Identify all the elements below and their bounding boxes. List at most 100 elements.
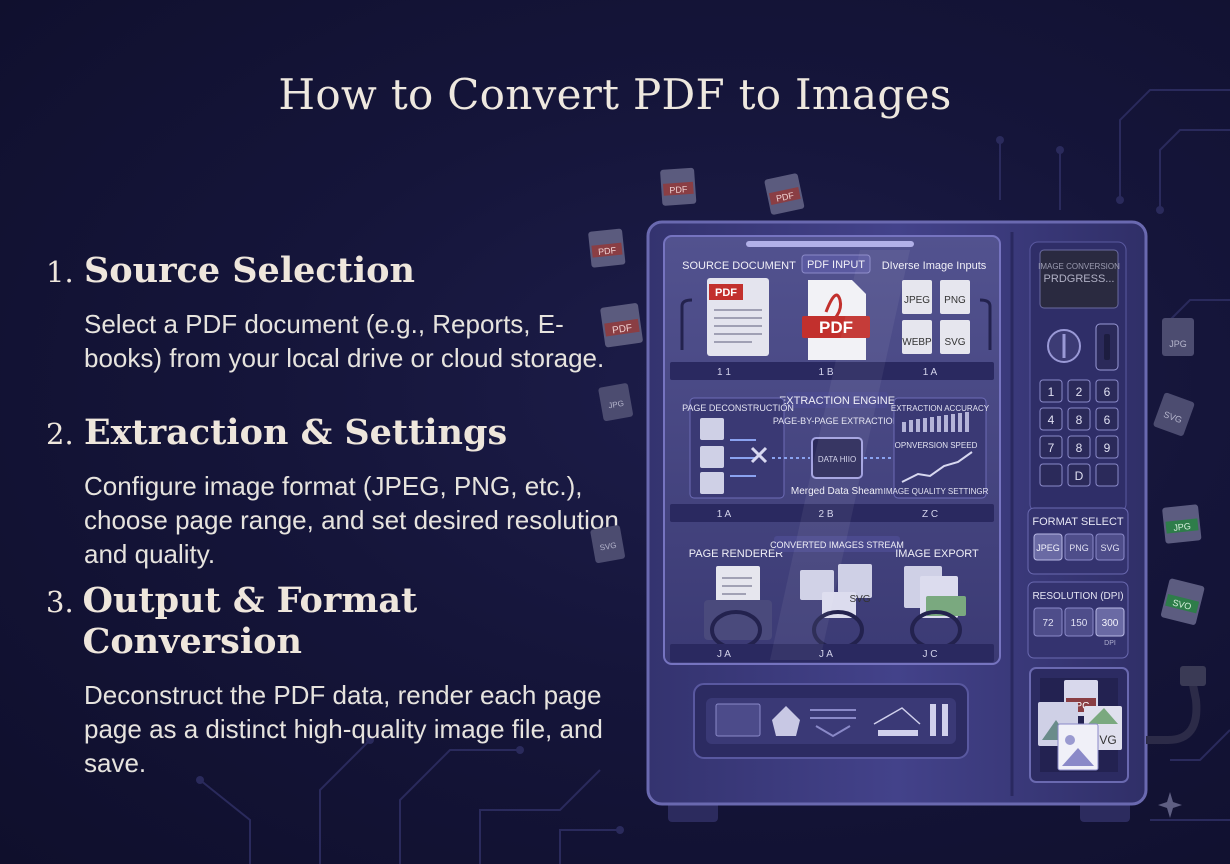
shelf-1: SOURCE DOCUMENT PDF INPUT DIverse Image …	[670, 254, 994, 380]
slot-code: Z C	[922, 509, 938, 520]
image-icon	[838, 564, 872, 598]
keypad-key[interactable]	[1095, 463, 1119, 487]
svg-text:SVG: SVG	[944, 337, 965, 348]
page-extraction-label: PAGE-BY-PAGE EXTRACTION	[773, 416, 899, 426]
keypad-key[interactable]: 1	[1039, 379, 1063, 403]
step-2: 2. Extraction & Settings Configure image…	[46, 412, 626, 571]
jpg-file-text: JPG	[1169, 339, 1187, 349]
screen-line-1: IMAGE CONVERSION	[1038, 262, 1120, 271]
resolution-option-72[interactable]: 72	[1033, 607, 1063, 637]
jpg-file-icon: JPG	[1162, 504, 1202, 544]
svg-file-text: SVG	[599, 541, 617, 553]
power-plug	[1180, 666, 1206, 686]
images-stream-label: CONVERTED IMAGES STREAM	[770, 540, 904, 550]
keypad-key[interactable]: D	[1067, 463, 1091, 487]
svg-text:8: 8	[1076, 413, 1083, 427]
svg-text:JPEG: JPEG	[904, 295, 930, 306]
vector-path-icon	[873, 707, 921, 725]
keypad-key[interactable]: 8	[1067, 407, 1091, 431]
step-number: 1.	[46, 255, 74, 289]
svg-file-icon: SVG	[590, 525, 625, 564]
format-select-label: FORMAT SELECT	[1032, 516, 1124, 528]
svg-text:2: 2	[1076, 385, 1083, 399]
pdf-file-text: PDF	[775, 190, 795, 204]
image-type-svg: SVG	[940, 320, 970, 354]
resolution-unit: DPI	[1104, 640, 1116, 647]
format-select-panel: FORMAT SELECT JPEG PNG SVG	[1027, 507, 1129, 575]
svg-text:1: 1	[1048, 385, 1055, 399]
svg-text:8: 8	[1076, 441, 1083, 455]
keypad-key[interactable]: 7	[1039, 435, 1063, 459]
chip-text: DATA HIIO	[818, 455, 856, 464]
keypad-key[interactable]: 4	[1039, 407, 1063, 431]
svg-file-icon: SVG	[1153, 392, 1195, 436]
shelf-rail	[670, 644, 994, 662]
jpg-file-text: JPG	[608, 399, 625, 411]
keypad-key[interactable]	[1039, 463, 1063, 487]
floating-file-icons: PDF PDF PDF PDF JPG SVG JPG SVG	[588, 167, 1205, 625]
svg-text:PNG: PNG	[1069, 543, 1089, 553]
step-title: Extraction & Settings	[84, 412, 508, 453]
keypad-key[interactable]: 6	[1095, 407, 1119, 431]
step-title: Output & Format Conversion	[82, 580, 418, 662]
speed-label: OPNVERSION SPEED	[895, 441, 978, 450]
step-description: Deconstruct the PDF data, render each pa…	[84, 680, 603, 778]
jpg-file-text: JPG	[1173, 521, 1191, 533]
image-type-png: PNG	[940, 280, 970, 314]
shelf-3: PAGE RENDERER CONVERTED IMAGES STREAM IM…	[670, 536, 994, 662]
screen-line-2: PRDGRESS...	[1044, 273, 1115, 285]
image-type-webp: WEBP	[902, 320, 932, 354]
image-type-jpeg: JPEG	[902, 280, 932, 314]
image-export-label: IMAGE EXPORT	[895, 548, 979, 560]
svg-text:WEBP: WEBP	[902, 337, 932, 348]
accuracy-label: EXTRACTION ACCURACY	[891, 404, 990, 413]
svg-text:150: 150	[1071, 618, 1088, 629]
svg-text:9: 9	[1104, 441, 1111, 455]
resolution-option-300[interactable]: 300	[1095, 607, 1125, 637]
shelf-label-source-document: SOURCE DOCUMENT	[682, 260, 796, 272]
step-3: 3. Output & Format Conversion Deconstruc…	[46, 580, 626, 780]
format-option-png[interactable]: PNG	[1064, 533, 1094, 561]
chip-icon	[811, 437, 863, 479]
svg-file-text: SVO	[1171, 598, 1192, 612]
svg-text:PNG: PNG	[944, 295, 966, 306]
pdf-file-icon: PDF	[660, 167, 697, 206]
keypad-key[interactable]: 8	[1067, 435, 1091, 459]
page-title: How to Convert PDF to Images	[278, 70, 952, 119]
shelf-rail	[670, 504, 994, 522]
format-option-jpeg[interactable]: JPEG	[1033, 533, 1063, 561]
keypad-key[interactable]: 6	[1095, 379, 1119, 403]
shelf-rail	[670, 362, 994, 380]
resolution-label: RESOLUTION (DPI)	[1032, 591, 1123, 602]
progress-screen	[1039, 249, 1119, 309]
svg-text:4: 4	[1048, 413, 1055, 427]
svg-text:JPEG: JPEG	[1036, 543, 1060, 553]
step-description: Select a PDF document (e.g., Reports, E-…	[84, 309, 605, 373]
shelf-label-pdf-input: PDF INPUT	[807, 259, 865, 271]
step-description: Configure image format (JPEG, PNG, etc.)…	[84, 471, 619, 569]
slot-code: 1 B	[818, 367, 833, 378]
pdf-file-icon: PDF	[588, 228, 626, 268]
power-cable	[1146, 679, 1201, 744]
format-option-svg[interactable]: SVG	[1095, 533, 1125, 561]
pdf-file-icon: PDF	[600, 303, 643, 348]
slot-code: J A	[819, 649, 833, 660]
quality-label: IMAGE QUALITY SETTINGR	[884, 487, 989, 496]
page-deconstruction-label: PAGE DECONSTRUCTION	[682, 403, 794, 413]
pdf-file-icon: PDF	[764, 173, 805, 215]
svg-text:D: D	[1075, 469, 1084, 483]
keypad-key[interactable]: 9	[1095, 435, 1119, 459]
sparkle-icon	[1158, 792, 1182, 818]
document-badge: PDF	[715, 287, 737, 299]
page-renderer-label: PAGE RENDERER	[689, 548, 784, 560]
keypad-key[interactable]: 2	[1067, 379, 1091, 403]
pen-tool-icon	[772, 706, 800, 736]
output-tray: IPC VG	[1029, 667, 1129, 783]
svg-text:SVG: SVG	[1100, 543, 1119, 553]
svg-text:72: 72	[1042, 618, 1054, 629]
resolution-option-150[interactable]: 150	[1064, 607, 1094, 637]
slot-code: J C	[923, 649, 938, 660]
resolution-panel: RESOLUTION (DPI) 72 150 300 DPI	[1027, 581, 1129, 659]
pdf-file-text: PDF	[612, 323, 633, 337]
jpg-file-icon: JPG	[1162, 318, 1194, 356]
